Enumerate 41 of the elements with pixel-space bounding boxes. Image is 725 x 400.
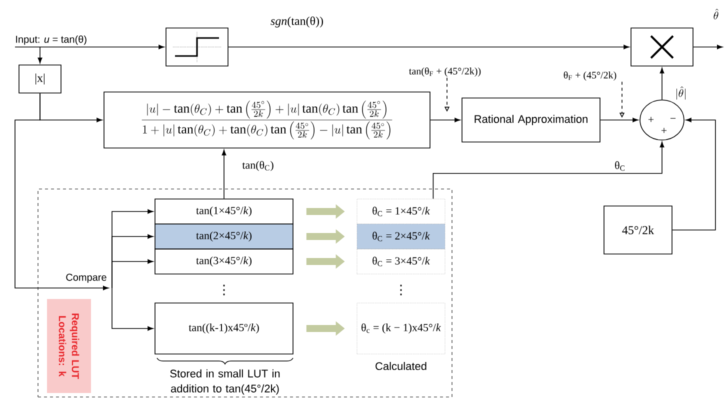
arrow <box>14 93 109 290</box>
absolute-value-box: |x| <box>18 64 62 94</box>
constant-box: 45°/2k <box>604 206 672 254</box>
arrow <box>600 118 638 122</box>
arrow <box>112 259 154 288</box>
arrow <box>112 288 154 331</box>
calculated-cell: θ$_{C}$ = 2×45°/k <box>356 224 446 250</box>
arrow <box>430 118 460 122</box>
step-function-box <box>166 28 228 66</box>
arrow <box>432 142 664 200</box>
edge-label: tan(θ$_{C}$) <box>241 160 275 172</box>
arrow <box>222 150 226 199</box>
formula-box: $\frac{|u|-\tan(\theta_C)+\tan\left(\frac{45^\circ}{2k}\right)+|u|\tan(\theta_C)\tan\left(\frac{45^\circ}{2k}\right)}{1+|u|\tan(\theta_C)+\tan(\theta_C)\tan\left(\frac{45^\circ}{2k}\right)-|u|\tan\left(\frac{45^\circ}{2k}\right)}$ <box>104 92 430 148</box>
lut-cell: tan(2×45°/k) <box>154 224 294 250</box>
annotation-label: tan(θ$_{F}$ + (45°/2k)) <box>409 67 481 77</box>
ellipsis: ⋮ <box>400 284 402 296</box>
input-label: Input: u = tan(θ) <box>16 35 86 45</box>
lut-cell: tan((k-1)x45º/k) <box>154 302 294 354</box>
calculated-cell: θ$_{C}$ = 1×45°/k <box>356 198 446 224</box>
arrow <box>14 44 164 50</box>
lut-cell: tan(3×45°/k) <box>154 248 294 274</box>
arrow <box>38 46 42 64</box>
arrow <box>228 44 630 50</box>
edge-label: θ$_{C}$ <box>614 160 626 172</box>
arrow <box>672 118 716 230</box>
calculated-cell: θ$_{c}$ = (k − 1)x45°/k <box>356 302 446 354</box>
edge-label: sgn(tan(θ)) <box>269 16 325 28</box>
ellipsis: ⋮ <box>223 284 225 296</box>
summing-junction: + − + <box>640 100 684 140</box>
caption-text: Stored in small LUT in addition to tan(45°/2k) <box>170 369 280 395</box>
multiplier-box <box>630 28 694 66</box>
arrow <box>660 68 664 100</box>
process-box: Rational Approximation <box>462 98 600 142</box>
edge-label: $|\hat{\theta}|$ <box>674 85 688 101</box>
arrow <box>693 44 723 50</box>
annotation-label: θ$_{F}$ + (45°/2k) <box>564 71 616 81</box>
compare-label: Compare <box>66 274 106 283</box>
dashed-region <box>38 188 452 398</box>
note-badge: Required LUT Locations: k <box>47 299 91 393</box>
edge-label: $\hat{\theta}$ <box>712 8 720 20</box>
calculated-cell: θ$_{C}$ = 3×45°/k <box>356 248 446 274</box>
